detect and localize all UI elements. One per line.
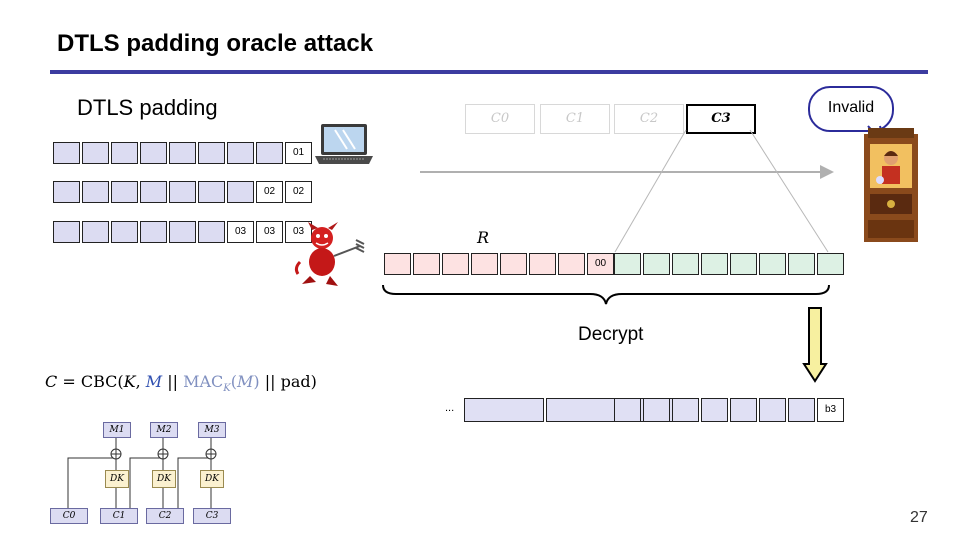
padding-cell xyxy=(111,181,138,203)
padding-cell xyxy=(198,181,225,203)
decrypt-box: DK xyxy=(152,470,176,488)
padding-row-3: 03 03 03 xyxy=(53,221,314,243)
padding-cell xyxy=(140,142,167,164)
plaintext-block-m2: M2 xyxy=(150,422,178,438)
ciphertext-block-c0: C0 xyxy=(465,104,535,134)
laptop-icon xyxy=(315,124,373,164)
decrypted-right-block: b3 xyxy=(614,398,846,422)
ciphertext-block-c3: C3 xyxy=(686,104,756,134)
r-cell xyxy=(471,253,498,275)
padding-cell xyxy=(111,142,138,164)
c3-cell xyxy=(614,253,641,275)
slide-title: DTLS padding oracle attack xyxy=(57,30,374,57)
c3-projection-lines xyxy=(614,129,829,253)
padding-byte: 03 xyxy=(285,221,312,243)
padding-cell xyxy=(169,181,196,203)
decrypt-box: DK xyxy=(105,470,129,488)
title-divider xyxy=(50,70,928,74)
padding-cell xyxy=(53,181,80,203)
padding-byte: 01 xyxy=(285,142,312,164)
plaintext-block-m3: M3 xyxy=(198,422,226,438)
r-cell xyxy=(500,253,527,275)
r-cell-last: 00 xyxy=(587,253,614,275)
concat-brace xyxy=(382,284,830,305)
ellipsis: ... xyxy=(445,402,455,414)
padding-cell xyxy=(227,142,254,164)
padding-cell xyxy=(82,181,109,203)
padding-cell xyxy=(198,142,225,164)
cipher-block-c1: C1 xyxy=(100,508,138,524)
formula-message: M xyxy=(145,372,163,391)
padding-cell xyxy=(140,181,167,203)
cbc-decryption-diagram: M1 M2 M3 DK DK DK C0 C1 C2 C3 xyxy=(48,418,248,526)
r-block: 00 xyxy=(384,253,616,275)
decrypted-cell xyxy=(464,398,544,422)
c3-cell xyxy=(730,253,757,275)
down-arrow xyxy=(802,307,828,383)
plaintext-block-m1: M1 xyxy=(103,422,131,438)
padding-row-1: 01 xyxy=(53,142,314,164)
page-number: 27 xyxy=(910,509,928,526)
padding-byte: 02 xyxy=(256,181,283,203)
r-cell xyxy=(384,253,411,275)
cipher-block-c0: C0 xyxy=(50,508,88,524)
c3-cell xyxy=(788,253,815,275)
decrypted-cell xyxy=(701,398,728,422)
decrypted-cell xyxy=(730,398,757,422)
c3-block xyxy=(614,253,846,275)
c3-cell xyxy=(643,253,670,275)
r-label: R xyxy=(477,228,490,247)
padding-cell xyxy=(111,221,138,243)
r-cell xyxy=(413,253,440,275)
padding-row-2: 02 02 xyxy=(53,181,314,203)
decrypted-cell xyxy=(546,398,624,422)
padding-cell xyxy=(140,221,167,243)
decrypted-cell xyxy=(672,398,699,422)
padding-byte: 03 xyxy=(227,221,254,243)
r-cell xyxy=(558,253,585,275)
padding-cell xyxy=(82,142,109,164)
padding-cell xyxy=(82,221,109,243)
oracle-response-bubble: Invalid xyxy=(808,86,894,132)
devil-attacker-icon xyxy=(294,222,365,286)
send-arrow xyxy=(420,165,834,179)
c3-cell xyxy=(672,253,699,275)
padding-byte: 02 xyxy=(285,181,312,203)
r-cell xyxy=(442,253,469,275)
padding-cell xyxy=(53,221,80,243)
decrypted-cell xyxy=(788,398,815,422)
c3-cell xyxy=(701,253,728,275)
fortune-teller-oracle-icon xyxy=(864,128,918,242)
decrypted-cell xyxy=(614,398,641,422)
padding-cell xyxy=(227,181,254,203)
padding-heading: DTLS padding xyxy=(77,95,218,120)
decrypted-cell xyxy=(759,398,786,422)
padding-cell xyxy=(198,221,225,243)
cipher-block-c2: C2 xyxy=(146,508,184,524)
formula-lhs: C = CBC(K, xyxy=(45,372,146,391)
c3-cell xyxy=(817,253,844,275)
ciphertext-block-c1: C1 xyxy=(540,104,610,134)
decrypted-last-byte: b3 xyxy=(817,398,844,422)
ciphertext-block-c2: C2 xyxy=(614,104,684,134)
cipher-block-c3: C3 xyxy=(193,508,231,524)
cbc-formula: C = CBC(K, M || MACK(M) || pad) xyxy=(45,372,317,395)
c3-cell xyxy=(759,253,786,275)
padding-byte: 03 xyxy=(256,221,283,243)
decrypted-cell xyxy=(643,398,670,422)
padding-cell xyxy=(53,142,80,164)
padding-cell xyxy=(169,142,196,164)
padding-cell xyxy=(169,221,196,243)
padding-cell xyxy=(256,142,283,164)
r-cell xyxy=(529,253,556,275)
formula-mac: MACK(M) xyxy=(183,372,260,395)
decrypt-label: Decrypt xyxy=(578,324,644,345)
decrypt-box: DK xyxy=(200,470,224,488)
